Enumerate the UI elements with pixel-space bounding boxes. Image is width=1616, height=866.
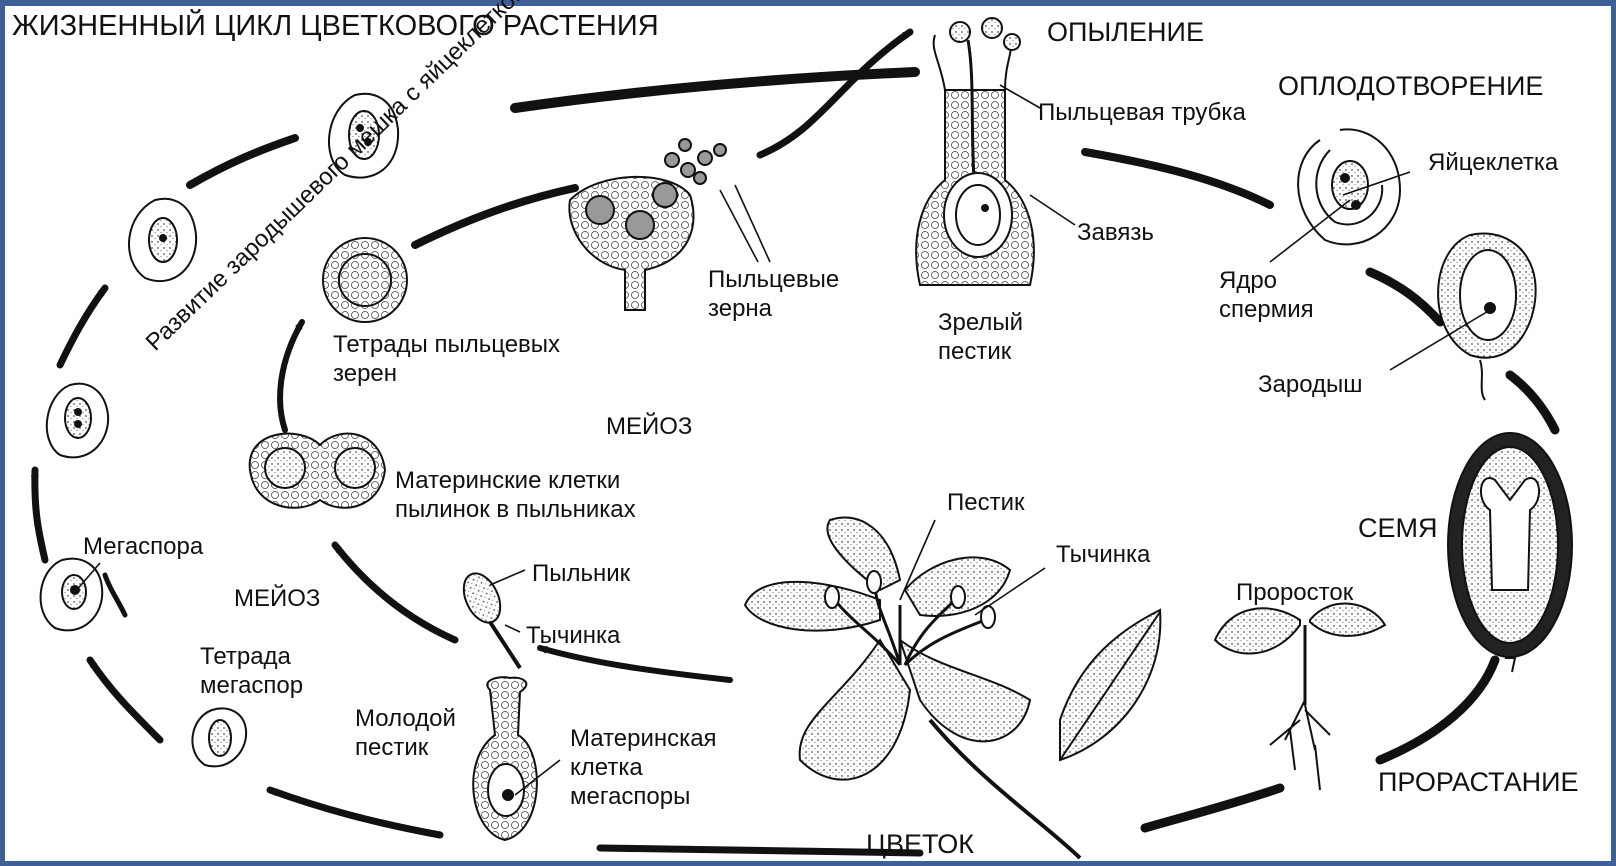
anther-pollen-drawing	[569, 139, 726, 310]
label-egg-cell: Яйцеклетка	[1428, 148, 1558, 177]
mature-pistil-drawing	[916, 18, 1034, 285]
label-germination: ПРОРАСТАНИЕ	[1378, 768, 1579, 797]
label-pollination: ОПЫЛЕНИЕ	[1047, 18, 1204, 47]
label-young-pistil: Молодой пестик	[355, 704, 456, 762]
seed-drawing	[1448, 433, 1572, 672]
label-embryo: Зародыш	[1258, 370, 1363, 399]
label-flower: ЦВЕТОК	[866, 830, 974, 859]
embryo-ovule-drawing	[1438, 233, 1536, 400]
label-pollen-tetrads: Тетрады пыльцевых зерен	[333, 330, 560, 388]
label-meiosis-left: МЕЙОЗ	[234, 584, 320, 613]
label-mature-pistil: Зрелый пестик	[938, 308, 1023, 366]
fertilization-ovule-drawing	[1298, 129, 1400, 244]
young-pistil-drawing	[473, 677, 537, 840]
mother-cells-drawing	[250, 434, 385, 508]
label-mother-cells-pollen: Материнские клетки пылинок в пыльниках	[395, 466, 636, 524]
label-megaspore-mother-cell: Материнская клетка мегаспоры	[570, 724, 717, 811]
diagram-title: ЖИЗНЕННЫЙ ЦИКЛ ЦВЕТКОВОГО РАСТЕНИЯ	[12, 12, 659, 41]
label-pistil: Пестик	[947, 488, 1025, 517]
label-seed: СЕМЯ	[1358, 514, 1438, 543]
label-megaspore-tetrad: Тетрада мегаспор	[200, 642, 303, 700]
label-pollen-grains: Пыльцевые зерна	[708, 265, 839, 323]
label-fertilization: ОПЛОДОТВОРЕНИЕ	[1278, 72, 1543, 101]
label-anther: Пыльник	[532, 559, 630, 588]
label-ovary: Завязь	[1077, 218, 1154, 247]
small-stamen-drawing	[457, 568, 520, 668]
label-stamen: Тычинка	[1056, 540, 1150, 569]
sprout-drawing	[1215, 604, 1385, 790]
label-sperm-nucleus: Ядро спермия	[1219, 266, 1314, 324]
label-sprout: Проросток	[1236, 578, 1353, 607]
label-pollen-tube: Пыльцевая трубка	[1038, 98, 1246, 127]
label-megaspore: Мегаспора	[83, 532, 203, 561]
pollen-tetrads-drawing	[323, 238, 407, 322]
label-meiosis-top: МЕЙОЗ	[606, 412, 692, 441]
label-stamen-small: Тычинка	[526, 621, 620, 650]
